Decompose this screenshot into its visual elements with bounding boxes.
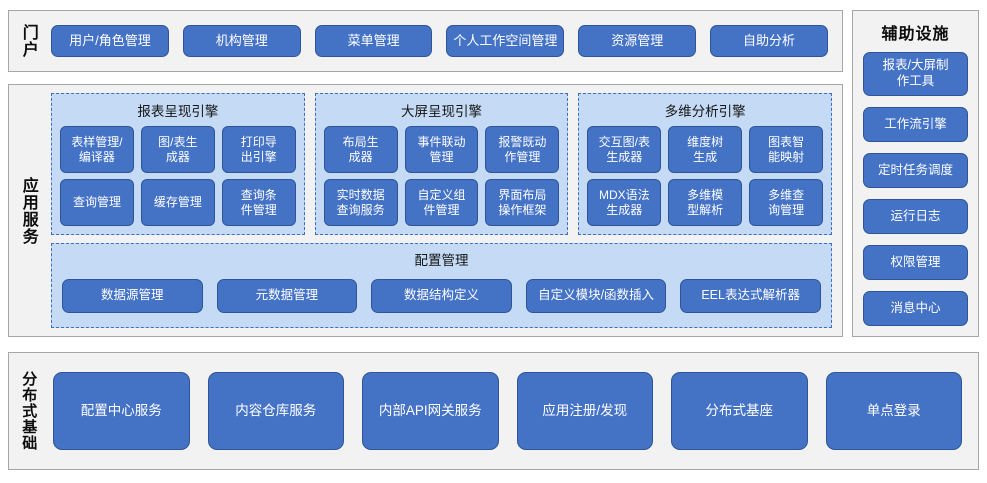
engine-group-olap: 多维分析引擎 交互图/表 生成器 维度树 生成 图表智 能映射 MDX语法 生成…	[578, 93, 833, 235]
portal-item-user-role[interactable]: 用户/角色管理	[51, 25, 169, 57]
olap-item-query-management[interactable]: 多维查 询管理	[749, 179, 824, 226]
report-item-cache-management[interactable]: 缓存管理	[140, 179, 215, 226]
app-services-content: 报表呈现引擎 表样管理/ 编译器 图/表生 成器 打印导 出引擎 查询管理 缓存…	[47, 85, 842, 336]
aux-item-workflow-engine[interactable]: 工作流引擎	[863, 107, 968, 142]
distributed-item-api-gateway[interactable]: 内部API网关服务	[362, 372, 499, 450]
portal-item-menu[interactable]: 菜单管理	[314, 25, 433, 57]
engine-group-report-grid: 表样管理/ 编译器 图/表生 成器 打印导 出引擎 查询管理 缓存管理 查询条 …	[60, 126, 296, 226]
aux-item-permission-management[interactable]: 权限管理	[863, 245, 968, 280]
aux-item-runtime-log[interactable]: 运行日志	[863, 199, 968, 234]
config-item-metadata[interactable]: 元数据管理	[216, 279, 358, 313]
olap-item-interactive-chart-generator[interactable]: 交互图/表 生成器	[587, 126, 662, 173]
report-item-query-management[interactable]: 查询管理	[60, 179, 134, 226]
portal-button-row: 用户/角色管理 机构管理 菜单管理 个人工作空间管理 资源管理 自助分析	[47, 11, 842, 71]
engine-group-row: 报表呈现引擎 表样管理/ 编译器 图/表生 成器 打印导 出引擎 查询管理 缓存…	[51, 93, 833, 235]
engine-group-bigscreen: 大屏呈现引擎 布局生 成器 事件联动 管理 报警既动 作管理 实时数据 查询服务…	[314, 93, 569, 235]
engine-group-olap-grid: 交互图/表 生成器 维度树 生成 图表智 能映射 MDX语法 生成器 多维模 型…	[587, 126, 824, 226]
portal-item-org[interactable]: 机构管理	[182, 25, 301, 57]
aux-facilities-section: 辅助设施 报表/大屏制 作工具 工作流引擎 定时任务调度 运行日志 权限管理 消…	[852, 10, 979, 337]
config-management-row: 数据源管理 元数据管理 数据结构定义 自定义模块/函数插入 EEL表达式解析器	[62, 273, 821, 319]
engine-group-olap-title: 多维分析引擎	[664, 104, 746, 119]
olap-item-dimension-tree[interactable]: 维度树 生成	[668, 126, 743, 173]
aux-item-report-bigscreen-tool[interactable]: 报表/大屏制 作工具	[863, 52, 968, 96]
bigscreen-item-layout-generator[interactable]: 布局生 成器	[323, 126, 398, 173]
config-item-datasource[interactable]: 数据源管理	[62, 279, 203, 313]
distributed-item-distributed-base[interactable]: 分布式基座	[671, 372, 808, 450]
aux-facilities-title: 辅助设施	[881, 26, 950, 43]
bigscreen-item-custom-component[interactable]: 自定义组 件管理	[404, 179, 479, 226]
config-item-data-structure[interactable]: 数据结构定义	[371, 279, 512, 313]
bigscreen-item-realtime-query[interactable]: 实时数据 查询服务	[323, 179, 398, 226]
app-services-section-label: 应用服务	[19, 176, 37, 245]
portal-item-resource[interactable]: 资源管理	[578, 25, 697, 57]
portal-item-self-service-analysis[interactable]: 自助分析	[710, 25, 828, 57]
portal-section: 门户 用户/角色管理 机构管理 菜单管理 个人工作空间管理 资源管理 自助分析	[8, 10, 843, 72]
olap-item-smart-chart-mapping[interactable]: 图表智 能映射	[749, 126, 824, 173]
report-item-template-editor[interactable]: 表样管理/ 编译器	[60, 126, 134, 173]
aux-facilities-list: 报表/大屏制 作工具 工作流引擎 定时任务调度 运行日志 权限管理 消息中心	[853, 52, 978, 330]
distributed-base-button-row: 配置中心服务 内容仓库服务 内部API网关服务 应用注册/发现 分布式基座 单点…	[47, 353, 978, 469]
olap-item-model-parsing[interactable]: 多维模 型解析	[668, 179, 743, 226]
config-management-title: 配置管理	[414, 253, 469, 268]
distributed-item-app-registry[interactable]: 应用注册/发现	[516, 372, 653, 450]
distributed-item-content-repository[interactable]: 内容仓库服务	[207, 372, 344, 450]
bigscreen-item-ui-layout-framework[interactable]: 界面布局 操作框架	[485, 179, 560, 226]
config-management-group: 配置管理 数据源管理 元数据管理 数据结构定义 自定义模块/函数插入 EEL表达…	[51, 243, 832, 328]
report-item-print-export[interactable]: 打印导 出引擎	[221, 126, 296, 173]
distributed-base-section-label: 分布式基础	[20, 371, 38, 451]
config-item-custom-module[interactable]: 自定义模块/函数插入	[525, 279, 667, 313]
report-item-chart-generator[interactable]: 图/表生 成器	[140, 126, 215, 173]
bigscreen-item-alarm-action[interactable]: 报警既动 作管理	[485, 126, 560, 173]
aux-item-message-center[interactable]: 消息中心	[863, 291, 968, 326]
distributed-item-sso[interactable]: 单点登录	[825, 372, 962, 450]
engine-group-report: 报表呈现引擎 表样管理/ 编译器 图/表生 成器 打印导 出引擎 查询管理 缓存…	[51, 93, 305, 235]
config-item-eel-parser[interactable]: EEL表达式解析器	[680, 279, 821, 313]
engine-group-bigscreen-title: 大屏呈现引擎	[401, 104, 482, 119]
engine-group-bigscreen-grid: 布局生 成器 事件联动 管理 报警既动 作管理 实时数据 查询服务 自定义组 件…	[323, 126, 560, 226]
app-services-section: 应用服务 报表呈现引擎 表样管理/ 编译器 图/表生 成器 打印导 出引擎 查询…	[8, 84, 843, 337]
distributed-base-section: 分布式基础 配置中心服务 内容仓库服务 内部API网关服务 应用注册/发现 分布…	[8, 352, 979, 470]
report-item-query-condition[interactable]: 查询条 件管理	[221, 179, 296, 226]
distributed-item-config-center[interactable]: 配置中心服务	[53, 372, 190, 450]
olap-item-mdx-generator[interactable]: MDX语法 生成器	[587, 179, 662, 226]
bigscreen-item-event-linkage[interactable]: 事件联动 管理	[404, 126, 479, 173]
aux-item-scheduled-task[interactable]: 定时任务调度	[863, 153, 968, 188]
portal-item-workspace[interactable]: 个人工作空间管理	[446, 25, 565, 57]
portal-section-label: 门户	[19, 24, 37, 58]
engine-group-report-title: 报表呈现引擎	[137, 104, 219, 119]
